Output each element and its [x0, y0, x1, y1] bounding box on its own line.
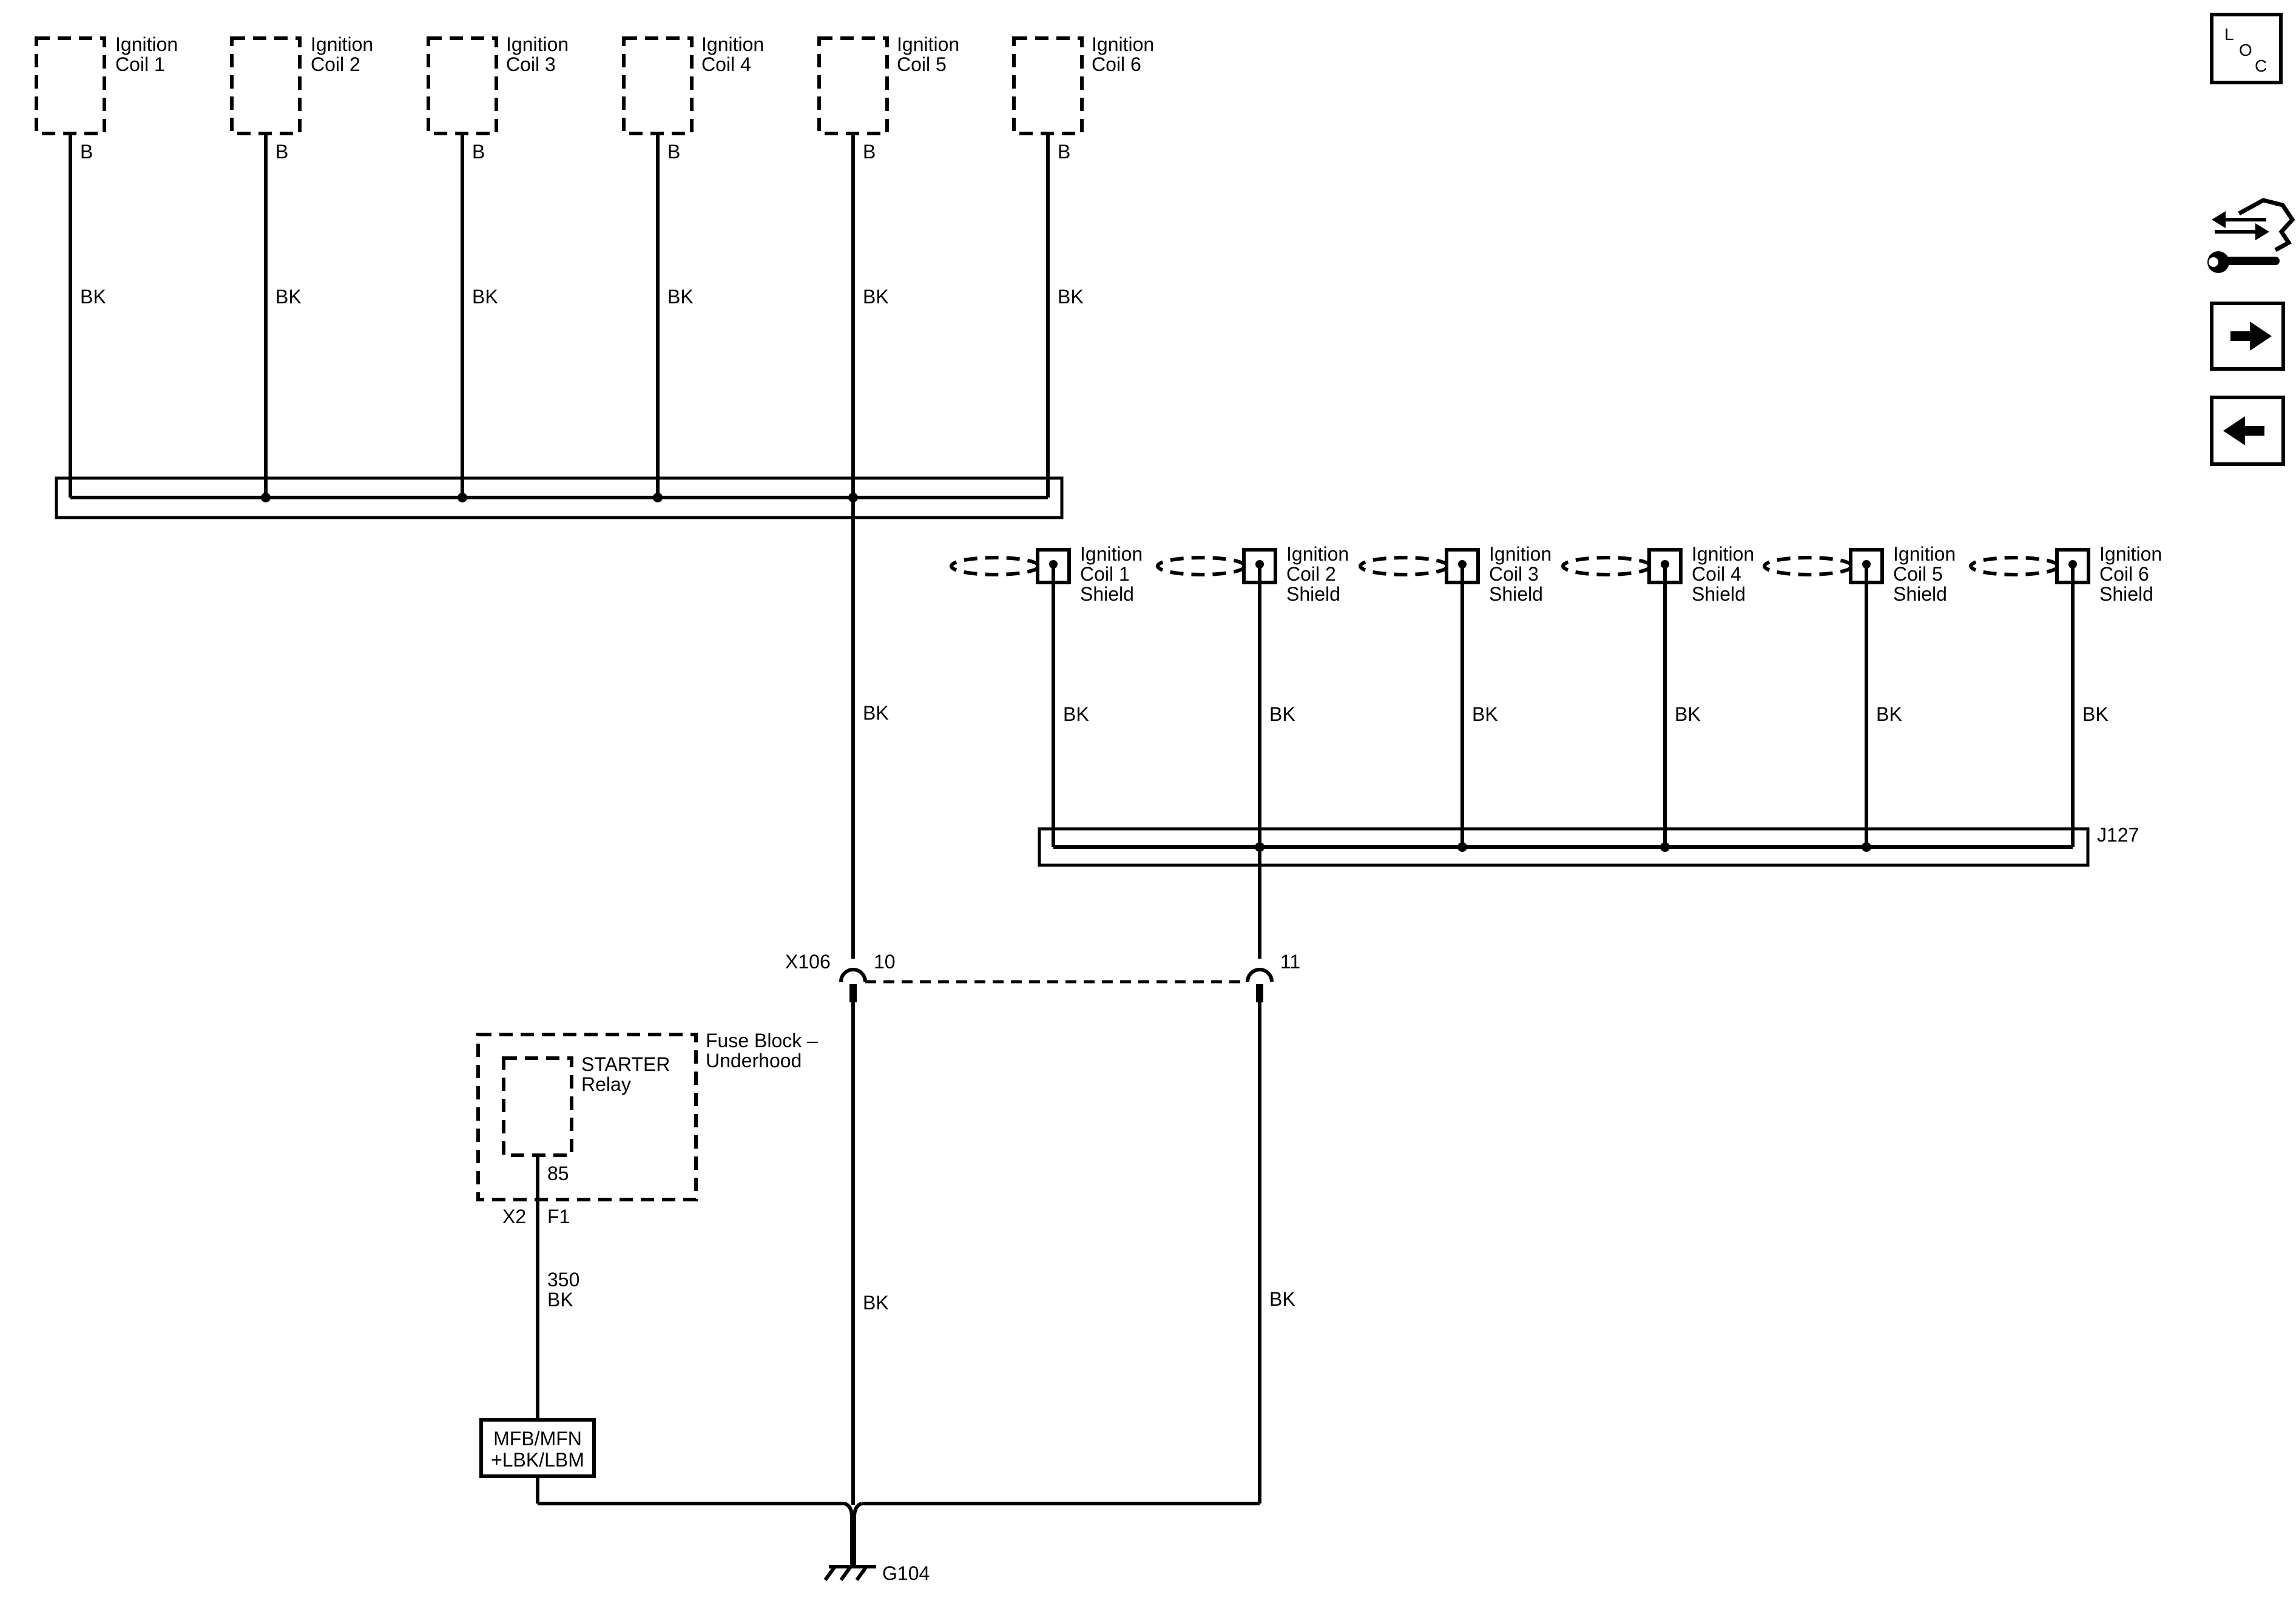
shield-line2: Coil 3	[1489, 563, 1539, 585]
shield-line1: Ignition	[1692, 543, 1754, 565]
loc-letter-o: O	[2239, 41, 2252, 59]
relay-pin: 85	[547, 1163, 569, 1184]
circuit-number: 350	[547, 1269, 579, 1291]
shield-line1: Ignition	[2099, 543, 2162, 565]
circuit-wire-color: BK	[547, 1289, 573, 1311]
shield-line2: Coil 4	[1692, 563, 1741, 585]
shield-line3: Shield	[1893, 583, 1947, 605]
back-arrow-icon[interactable]	[2210, 396, 2285, 466]
wire-color: BK	[2082, 703, 2109, 725]
coil-terminal: B	[472, 141, 485, 163]
pin-10-label: 10	[874, 951, 896, 973]
coil-label-line2: Coil 6	[1092, 53, 1141, 75]
coil-wires	[69, 133, 1050, 498]
coil-shield-2[interactable]: Ignition Coil 2 Shield BK	[1156, 543, 1349, 959]
shield-line3: Shield	[1489, 583, 1543, 605]
coil-terminal: B	[1058, 141, 1070, 163]
fuse-block-underhood[interactable]: Fuse Block – Underhood STARTER Relay 85 …	[476, 1030, 818, 1420]
component-connector-icon[interactable]	[2207, 198, 2295, 273]
wire-color: BK	[1058, 286, 1084, 308]
connector-x106[interactable]: X106 10 11	[785, 951, 1300, 1002]
coil-label-line2: Coil 1	[115, 53, 165, 75]
ignition-coil-4[interactable]: Ignition Coil 4 B BK	[622, 33, 764, 308]
connector-x2: X2	[502, 1206, 526, 1227]
shield-line2: Coil 2	[1286, 563, 1336, 585]
coil-shield-6[interactable]: Ignition Coil 6 Shield BK	[1969, 543, 2162, 847]
coil-terminal: B	[667, 141, 680, 163]
shield-line1: Ignition	[1286, 543, 1349, 565]
coil-shield-1[interactable]: Ignition Coil 1 Shield BK	[950, 543, 1143, 847]
fuse-block-line1: Fuse Block –	[706, 1030, 818, 1052]
wire-color: BK	[1876, 703, 1902, 725]
wire-color: BK	[863, 286, 889, 308]
option-line1: MFB/MFN	[493, 1428, 582, 1450]
wire-color: BK	[863, 1292, 889, 1314]
shield-line1: Ignition	[1489, 543, 1551, 565]
coil-label-line1: Ignition	[115, 33, 178, 55]
coil-label-line1: Ignition	[1092, 33, 1154, 55]
coil-label-line1: Ignition	[506, 33, 569, 55]
forward-arrow-icon[interactable]	[2210, 302, 2285, 371]
shield-line1: Ignition	[1893, 543, 1956, 565]
loc-icon[interactable]: L O C	[2210, 13, 2283, 84]
loc-letter-l: L	[2224, 25, 2234, 44]
coil-shield-4[interactable]: Ignition Coil 4 Shield BK	[1561, 543, 1754, 847]
coil-label-line1: Ignition	[701, 33, 764, 55]
wire-color: BK	[1269, 703, 1295, 725]
shield-line3: Shield	[2099, 583, 2153, 605]
splice-j127: J127	[1038, 824, 2139, 867]
shield-line3: Shield	[1080, 583, 1134, 605]
ignition-coil-1[interactable]: Ignition Coil 1 B BK	[35, 33, 178, 308]
pin-11-label: 11	[1280, 951, 1300, 973]
relay-line1: STARTER	[581, 1053, 670, 1075]
coil-label-line2: Coil 2	[311, 53, 360, 75]
shield-line3: Shield	[1286, 583, 1340, 605]
trunk-wire-color: BK	[863, 702, 889, 724]
loc-letter-c: C	[2255, 56, 2267, 75]
coil-label-line2: Coil 5	[897, 53, 947, 75]
splice-label: J127	[2097, 824, 2139, 846]
ignition-coil-6[interactable]: Ignition Coil 6 B BK	[1012, 33, 1154, 308]
coil-terminal: B	[863, 141, 876, 163]
wire-color: BK	[1269, 1288, 1295, 1310]
coil-label-line2: Coil 4	[701, 53, 751, 75]
option-box: MFB/MFN +LBK/LBM	[479, 1418, 1260, 1505]
lower-wires: BK BK	[851, 1002, 1295, 1505]
wire-color: BK	[80, 286, 106, 308]
ignition-coil-5[interactable]: Ignition Coil 5 B BK	[817, 33, 959, 308]
shield-line2: Coil 6	[2099, 563, 2149, 585]
connector-name: X106	[785, 951, 831, 973]
coil-label-line2: Coil 3	[506, 53, 556, 75]
coil-shield-5[interactable]: Ignition Coil 5 Shield BK	[1763, 543, 1956, 847]
ground-label: G104	[882, 1562, 930, 1584]
wire-color: BK	[275, 286, 302, 308]
shield-line3: Shield	[1692, 583, 1746, 605]
wire-color: BK	[1675, 703, 1701, 725]
coil-label-line1: Ignition	[897, 33, 959, 55]
wire-color: BK	[1472, 703, 1498, 725]
ignition-coil-3[interactable]: Ignition Coil 3 B BK	[427, 33, 569, 308]
wire-color: BK	[1063, 703, 1089, 725]
shield-line2: Coil 5	[1893, 563, 1943, 585]
option-line2: +LBK/LBM	[491, 1449, 584, 1471]
coil-shield-3[interactable]: Ignition Coil 3 Shield BK	[1359, 543, 1551, 847]
ground-g104[interactable]: G104	[823, 1502, 930, 1584]
shield-line1: Ignition	[1080, 543, 1143, 565]
shield-line2: Coil 1	[1080, 563, 1130, 585]
upper-splice-bar	[55, 476, 1064, 519]
coil-label-line1: Ignition	[311, 33, 373, 55]
coil-terminal: B	[80, 141, 93, 163]
wire-color: BK	[667, 286, 694, 308]
cavity-f1: F1	[547, 1206, 570, 1227]
coil-terminal: B	[275, 141, 288, 163]
relay-line2: Relay	[581, 1073, 631, 1095]
fuse-block-line2: Underhood	[706, 1050, 802, 1072]
ignition-coil-2[interactable]: Ignition Coil 2 B BK	[230, 33, 373, 308]
main-trunk-wire: BK	[851, 498, 889, 959]
wire-color: BK	[472, 286, 498, 308]
